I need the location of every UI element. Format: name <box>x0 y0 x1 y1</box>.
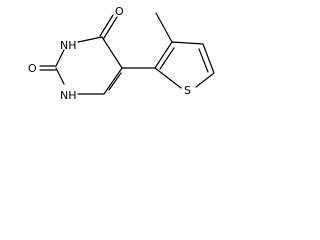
atom-nh-lower: NH <box>60 89 77 102</box>
molecule-svg: O O NH NH S <box>28 5 215 102</box>
bond-c4-o-1 <box>103 16 118 39</box>
bond-s-c2t <box>154 67 182 89</box>
bond-c4-n3 <box>77 36 103 43</box>
atom-nh-upper: NH <box>60 39 77 52</box>
structure-diagram: O O NH NH S <box>0 0 233 120</box>
bond-c2t-c3t-1 <box>154 41 173 69</box>
atom-o-top: O <box>115 5 124 18</box>
bond-n3-c2 <box>55 49 65 67</box>
bond-methyl <box>155 12 173 43</box>
atom-s: S <box>184 84 191 97</box>
bond-c6-c5-1 <box>103 67 123 95</box>
bond-c2-n1 <box>55 67 65 85</box>
bond-c5t-s <box>195 72 215 88</box>
bond-c4-o-2 <box>99 14 114 37</box>
bond-c5-c4 <box>101 36 123 69</box>
bond-c6-c5-2 <box>108 72 122 91</box>
bond-c4t-c5t-1 <box>202 43 215 74</box>
bond-c4t-c5t-2 <box>198 48 209 73</box>
bond-c2t-c3t-2 <box>159 47 175 70</box>
bond-c3t-c4t <box>171 41 204 45</box>
atom-o-left: O <box>28 62 37 75</box>
